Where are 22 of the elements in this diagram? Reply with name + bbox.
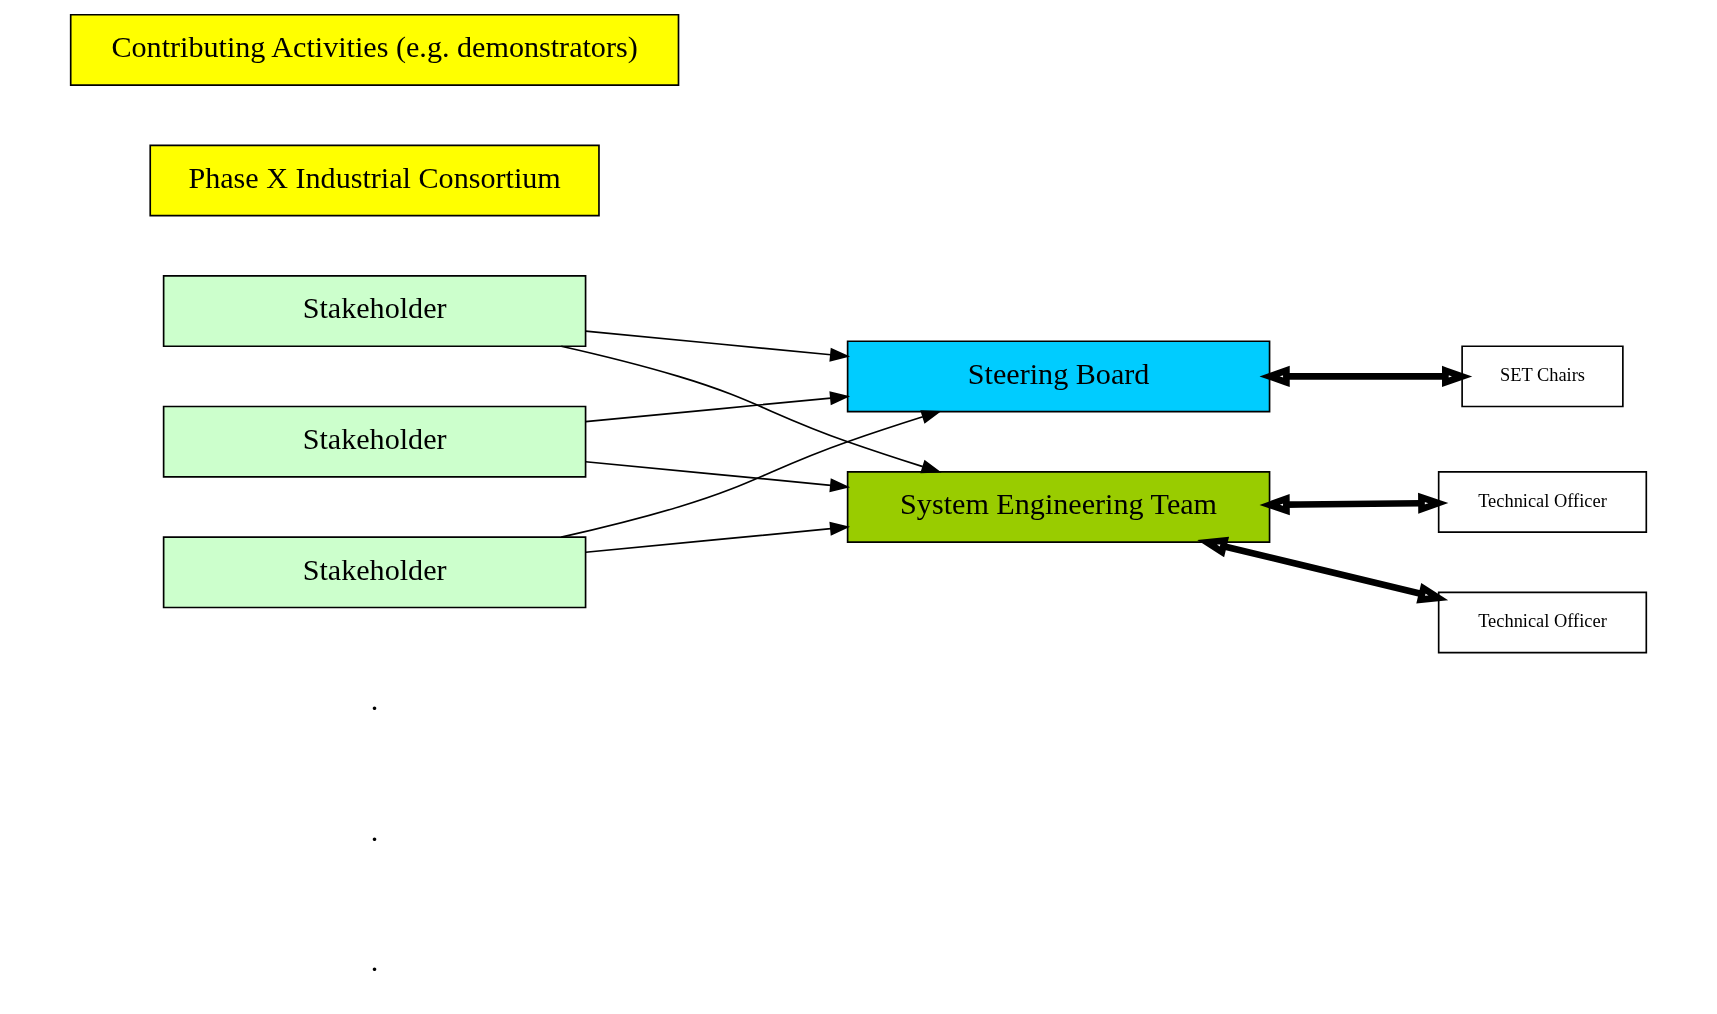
arrow [560, 410, 942, 538]
node-box: Contributing Activities (e.g. demonstrators) [69, 13, 680, 86]
arrow [1259, 492, 1449, 516]
arrow [1197, 536, 1449, 604]
label: . [370, 683, 379, 718]
node-box: Phase X Industrial Consortium [149, 144, 600, 217]
node-box: Technical Officer [1437, 591, 1648, 654]
arrow [584, 460, 851, 493]
arrow [584, 391, 851, 423]
node-box: Technical Officer [1437, 471, 1648, 533]
arrow [1259, 365, 1473, 387]
arrow [584, 521, 851, 554]
label: . [370, 944, 379, 979]
label: . [370, 813, 379, 848]
node-box: Stakeholder [162, 405, 587, 478]
arrow [584, 330, 851, 362]
node-box: Steering Board [846, 340, 1271, 413]
node-box: System Engineering Team [846, 471, 1271, 543]
node-box: SET Chairs [1461, 345, 1624, 408]
node-box: Stakeholder [162, 275, 587, 348]
arrow [560, 345, 942, 474]
node-box: Stakeholder [162, 536, 587, 609]
